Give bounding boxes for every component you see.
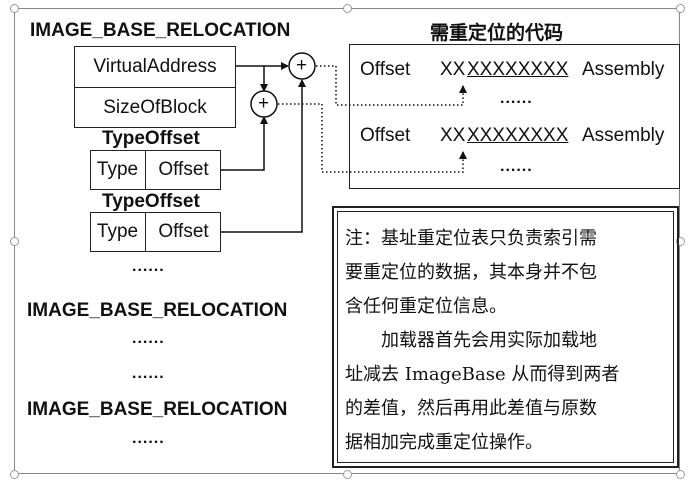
note-box-outer-border (332, 206, 679, 468)
resize-handle-top-right[interactable] (676, 4, 685, 13)
resize-handle-middle-right[interactable] (676, 237, 685, 246)
type-offset-entry-2 (90, 212, 221, 252)
type-offset-divider-1 (145, 150, 146, 190)
note-line-4: 加载器首先会用实际加载地 (381, 330, 597, 351)
virtual-address-field (74, 46, 236, 88)
size-of-block-field (74, 87, 236, 128)
plus-symbol-top: + (296, 55, 308, 76)
virtual-address-label: VirtualAddress (93, 56, 217, 77)
code-row2-ellipsis: ...... (500, 158, 533, 175)
code-row1-ellipsis: ...... (500, 90, 533, 107)
note-line-7: 据相加完成重定位操作。 (345, 432, 543, 453)
ellipsis-3: ...... (132, 430, 165, 447)
resize-handle-top-left[interactable] (10, 4, 19, 13)
resize-handle-middle-left[interactable] (10, 237, 19, 246)
struct-title-2: IMAGE_BASE_RELOCATION (27, 300, 288, 321)
sum-circle-top (288, 52, 316, 80)
type-offset-heading-1: TypeOffset (102, 128, 200, 149)
note-line-5: 址减去 ImageBase 从而得到两者 (345, 364, 620, 385)
note-line-1: 注：基址重定位表只负责索引需 (345, 228, 597, 249)
code-row2-opcode: XX (440, 125, 466, 146)
code-row1-address: XXXXXXXX (467, 59, 569, 80)
type-cell-2: Type (96, 221, 139, 242)
type-offset-divider-2 (145, 212, 146, 252)
offset2-to-sum-arrow (221, 79, 306, 233)
code-row1-offset: Offset (360, 59, 411, 80)
offset1-to-sum-arrow (221, 116, 268, 171)
plus-symbol-second: + (258, 93, 270, 114)
code-row1-opcode: XX (440, 59, 466, 80)
type-cell-1: Type (96, 159, 139, 180)
code-row2-offset: Offset (360, 125, 411, 146)
ellipsis-entries: ...... (132, 258, 165, 275)
code-row1-assembly: Assembly (582, 59, 665, 80)
resize-handle-bottom-left[interactable] (10, 470, 19, 479)
code-row2-assembly: Assembly (582, 125, 665, 146)
note-line-6: 的差值，然后再用此差值与原数 (345, 398, 597, 419)
sum-circle-second (250, 90, 278, 118)
code-section-title: 需重定位的代码 (430, 22, 564, 44)
code-row2-address: XXXXXXXX (467, 125, 569, 146)
struct-title-3: IMAGE_BASE_RELOCATION (27, 399, 288, 420)
ellipsis-1: ...... (132, 330, 165, 347)
resize-handle-bottom-right[interactable] (676, 470, 685, 479)
note-box (337, 211, 674, 463)
resize-handle-top-center[interactable] (343, 4, 352, 13)
offset-cell-1: Offset (158, 159, 209, 180)
code-box (349, 44, 680, 189)
size-of-block-label: SizeOfBlock (103, 96, 207, 118)
resize-handle-bottom-center[interactable] (343, 470, 352, 479)
struct-title: IMAGE_BASE_RELOCATION (30, 20, 291, 41)
note-line-2: 要重定位的数据，其本身并不包 (345, 262, 597, 283)
note-line-3: 含任何重定位信息。 (345, 296, 507, 317)
type-offset-entry-1 (90, 150, 221, 190)
offset-cell-2: Offset (158, 221, 209, 242)
sum2-to-code-row2 (278, 103, 467, 173)
type-offset-heading-2: TypeOffset (102, 191, 200, 212)
sum1-to-code-row1 (316, 65, 467, 106)
ellipsis-2: ...... (132, 365, 165, 382)
